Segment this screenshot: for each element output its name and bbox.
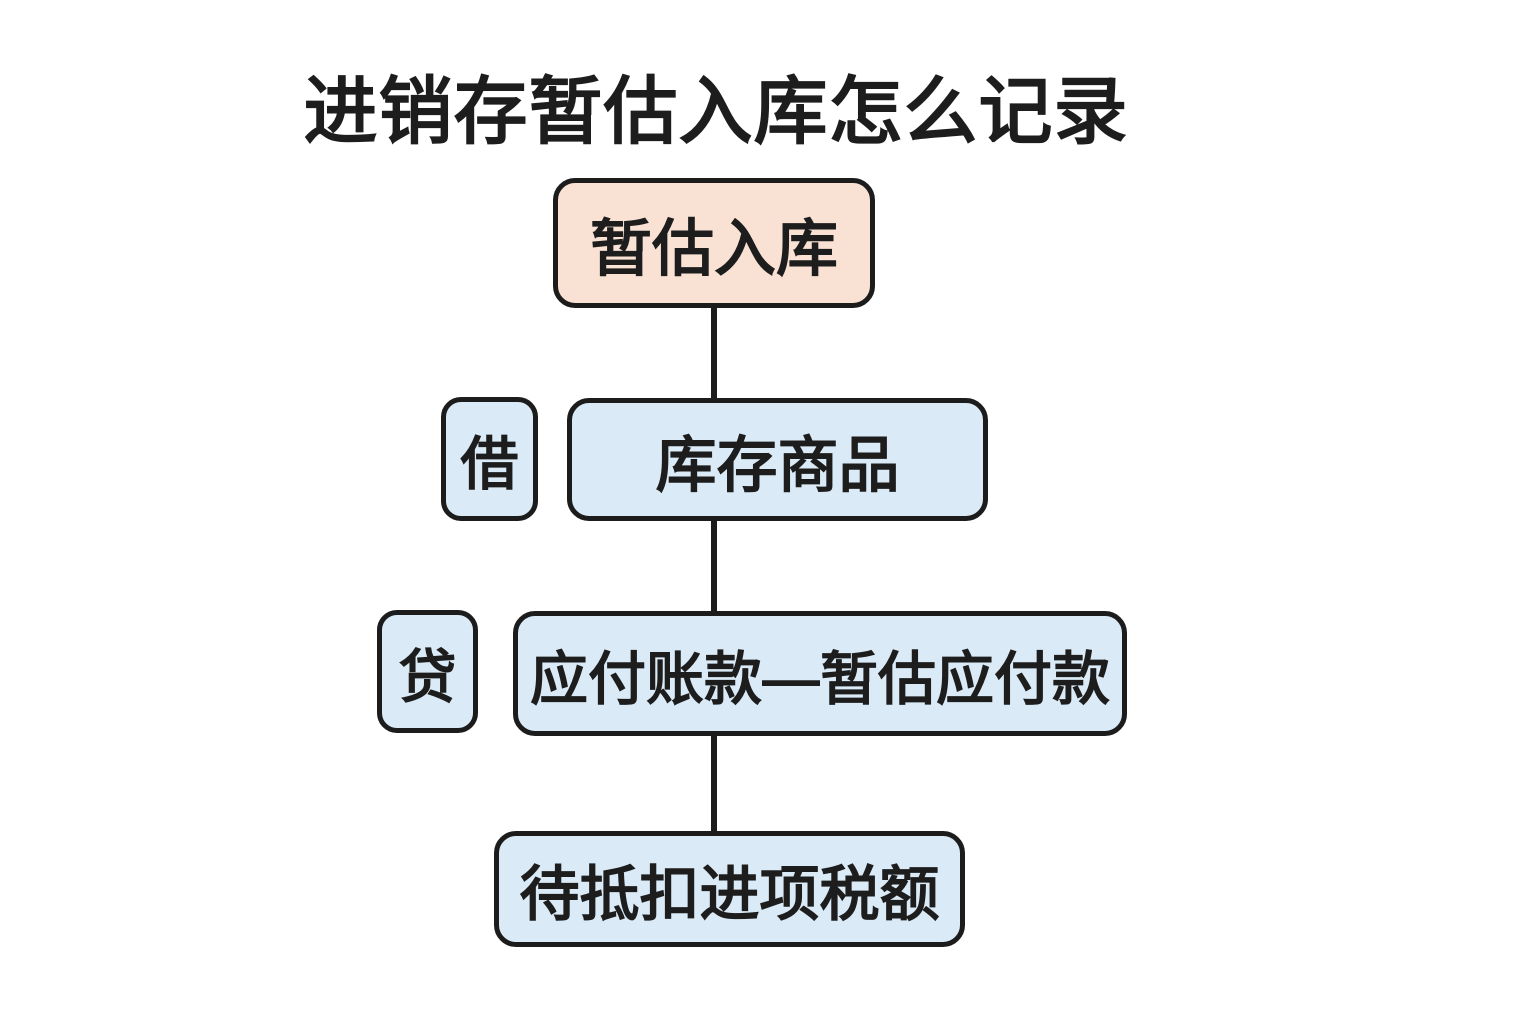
connector-root-to-debit [711, 306, 717, 400]
node-accounts-payable-provisional: 应付账款—暂估应付款 [513, 611, 1127, 736]
connector-debit-to-credit [711, 519, 717, 613]
input-vat-to-deduct-label: 待抵扣进项税额 [519, 860, 940, 928]
connector-credit-to-tax [711, 734, 717, 834]
credit-tag-label: 贷 [398, 644, 457, 710]
accounts-payable-provisional-label: 应付账款—暂估应付款 [529, 646, 1110, 712]
node-debit-tag: 借 [441, 397, 538, 521]
node-provisional-stock-in: 暂估入库 [553, 178, 875, 308]
node-inventory-goods: 库存商品 [567, 398, 988, 521]
node-provisional-stock-in-label: 暂估入库 [589, 215, 838, 284]
debit-tag-label: 借 [460, 432, 519, 497]
node-credit-tag: 贷 [377, 610, 478, 733]
page-title: 进销存暂估入库怎么记录 [303, 70, 1129, 153]
inventory-goods-label: 库存商品 [655, 431, 900, 499]
node-input-vat-to-deduct: 待抵扣进项税额 [494, 831, 965, 947]
